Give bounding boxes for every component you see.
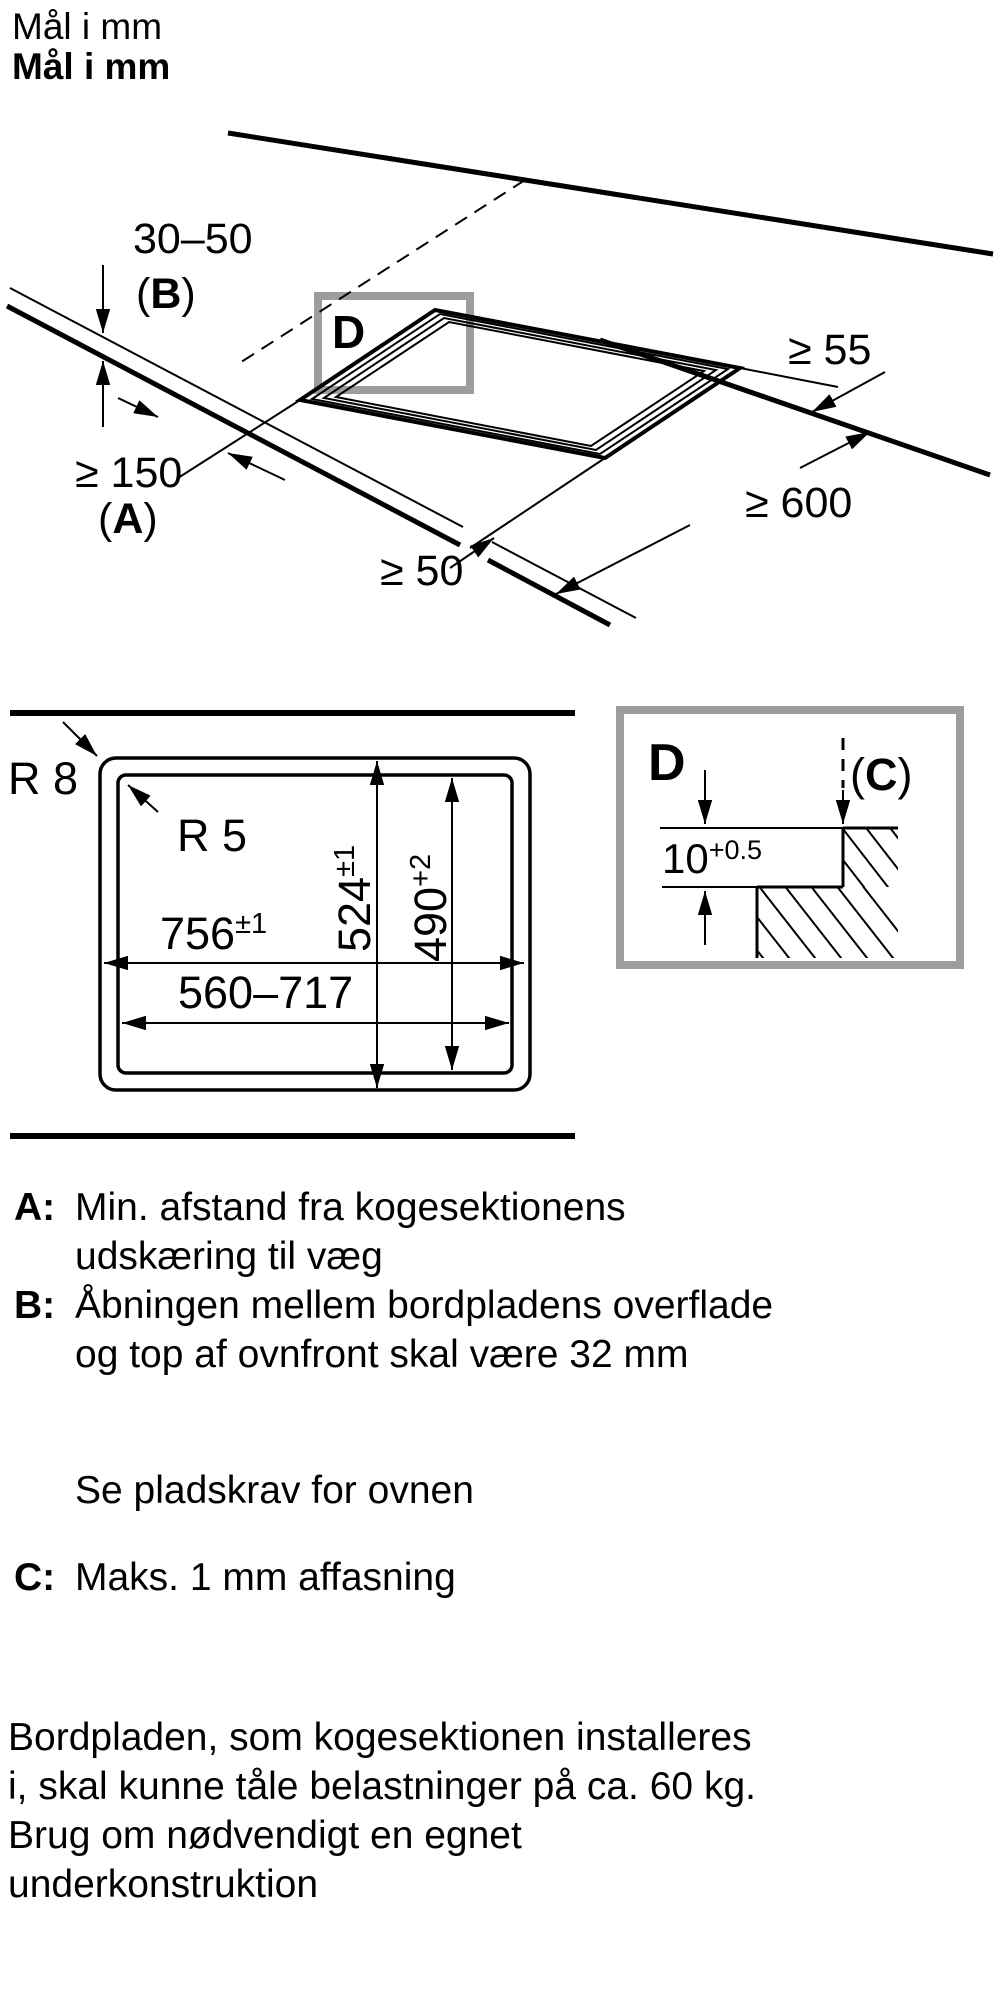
dim-a-arrows [117, 397, 286, 481]
hatch-lower [757, 887, 898, 958]
note-b-line: Åbningen mellem bordpladens overflade [75, 1284, 774, 1327]
load-note-line: Bordpladen, som kogesektionen installere… [8, 1716, 752, 1759]
load-note-line: underkonstruktion [8, 1863, 319, 1906]
wall-line [227, 130, 994, 257]
dim-b-value: 30–50 [133, 215, 253, 263]
cutout-outer-rect [98, 756, 532, 1092]
detail-marker-label: D [648, 734, 686, 792]
note-c: C: Maks. 1 mm affasning [14, 1553, 994, 1602]
iso-diagram: 30–50 (B) ≥ 150 (A) ≥ 50 ≥ 600 ≥ 55 D [5, 130, 994, 628]
worktop-front-edge [5, 287, 637, 628]
note-a-letter: A: [14, 1186, 56, 1229]
step-depth-label: 10+0.5 [662, 835, 762, 882]
dim-b-label: (B) [136, 270, 196, 318]
radius-inner-leader [127, 784, 159, 813]
step-profile [660, 826, 898, 958]
detail-box-frame [616, 706, 964, 969]
dim-back-arrow [811, 371, 886, 413]
dim-a-value: ≥ 150 [75, 449, 182, 497]
width-range-label: 560–717 [178, 967, 353, 1018]
dim-depth-arrows [555, 431, 871, 595]
dim-front-arrow [449, 537, 495, 569]
dim-front-value: ≥ 50 [380, 547, 463, 595]
dim-front-extension [469, 457, 606, 549]
detail-frame-marker [314, 292, 474, 394]
detail-marker-label: D [332, 306, 365, 358]
note-b-letter: B: [14, 1284, 56, 1327]
cutout-depth-label: 524±1 [329, 845, 380, 952]
dim-back-value: ≥ 55 [788, 326, 871, 374]
note-oven-line: Se pladskrav for ovnen [75, 1469, 474, 1512]
note-a: A: Min. afstand fra kogesektionens udskæ… [14, 1183, 994, 1281]
radius-outer-leader [62, 721, 98, 757]
dim-depth-value: ≥ 600 [745, 479, 852, 527]
radius-outer-label: R 8 [8, 753, 78, 804]
load-note-line: i, skal kunne tåle belastninger på ca. 6… [8, 1765, 756, 1808]
detail-box: D (C) [616, 706, 964, 969]
page-title-bold: Mål i mm [12, 46, 171, 87]
note-a-line: udskæring til væg [75, 1235, 383, 1278]
hatch-upper [843, 828, 898, 887]
page-title: Mål i mm [12, 6, 163, 47]
note-oven: Se pladskrav for ovnen [14, 1466, 994, 1515]
radius-inner-label: R 5 [177, 810, 247, 861]
cutout-inner-rect [116, 773, 514, 1075]
note-a-line: Min. afstand fra kogesektionens [75, 1186, 626, 1229]
plan-diagram: R 8 R 5 756±1 560–717 524±1 490+2 D (C) [8, 706, 964, 1139]
note-c-letter: C: [14, 1556, 56, 1599]
load-note-line: Brug om nødvendigt en egnet [8, 1814, 522, 1857]
load-note: Bordpladen, som kogesektionen installere… [8, 1713, 998, 1909]
note-b-line: og top af ovnfront skal være 32 mm [75, 1333, 689, 1376]
cutout-width-label: 756±1 [160, 908, 267, 959]
dim-a-label: (A) [98, 495, 158, 543]
dim-back-extension [739, 367, 839, 388]
detail-c-label: (C) [850, 749, 913, 800]
note-b: B: Åbningen mellem bordpladens overflade… [14, 1281, 994, 1379]
inner-depth-label: 490+2 [405, 854, 456, 962]
note-c-line: Maks. 1 mm affasning [75, 1556, 456, 1599]
cutout-extension-line [177, 399, 301, 479]
cutout-outline [294, 307, 746, 461]
projection-line [234, 179, 526, 367]
